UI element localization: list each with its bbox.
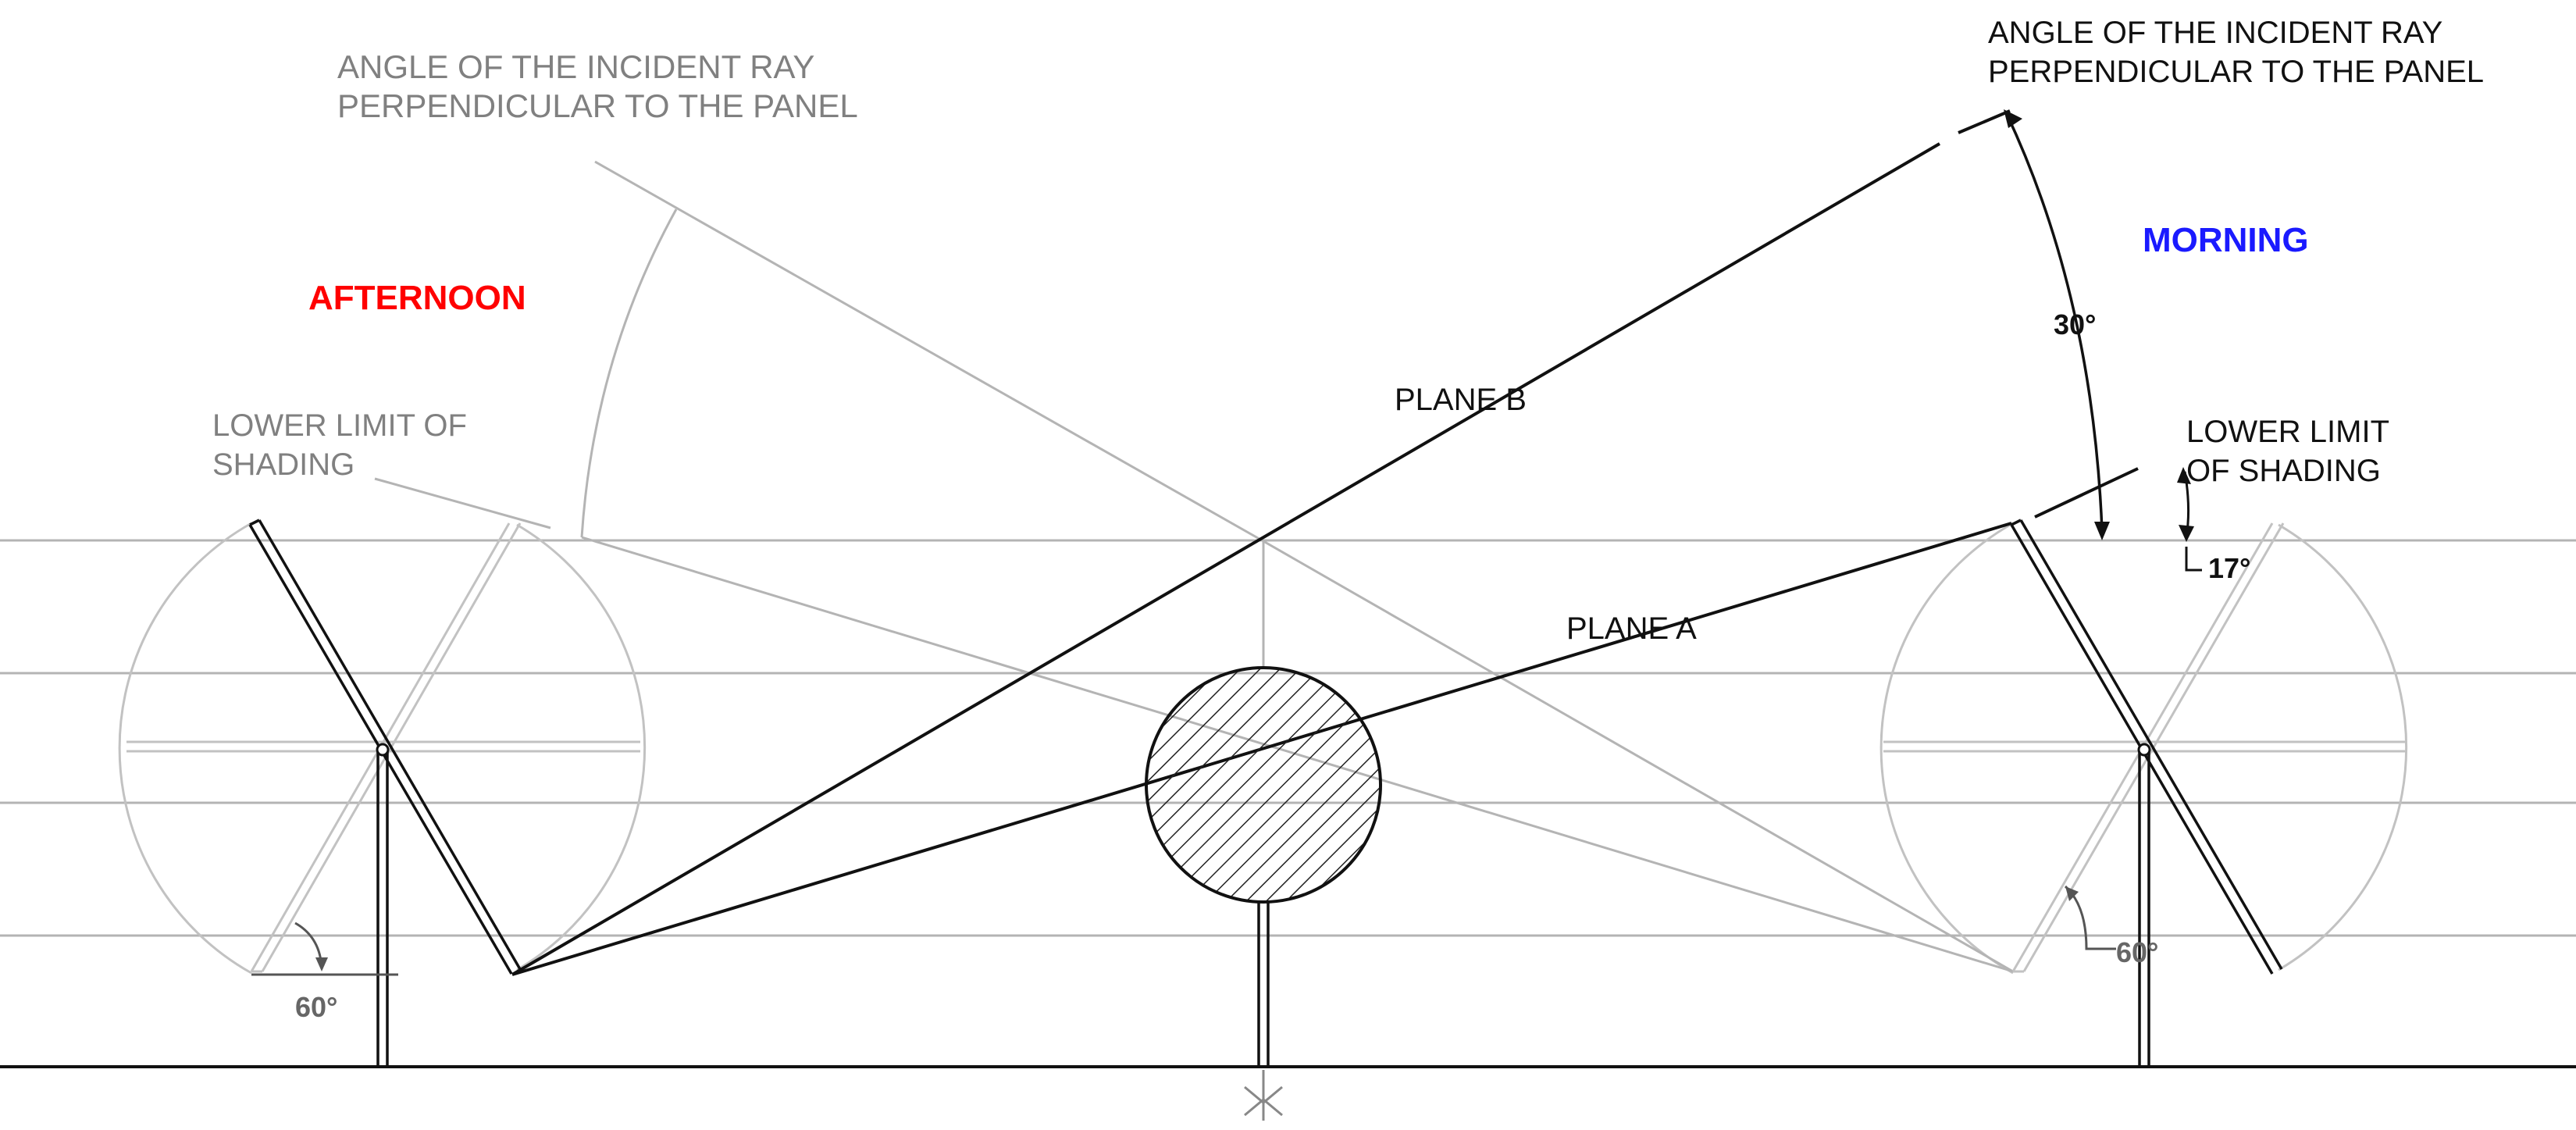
- right-post: [2137, 743, 2151, 1067]
- left-incident-label-line1: ANGLE OF THE INCIDENT RAY: [337, 48, 814, 85]
- afternoon-label: AFTERNOON: [308, 279, 526, 317]
- morning-label: MORNING: [2143, 221, 2309, 259]
- right-lower-limit-line: [1263, 540, 2014, 973]
- left-lower-limit-label-line1: LOWER LIMIT OF: [212, 408, 467, 443]
- angle-17-label: 17°: [2208, 552, 2250, 584]
- plane-b-line: [511, 142, 1941, 976]
- angle-17-arrow-top: [2177, 467, 2191, 484]
- plane-b-label: PLANE B: [1395, 383, 1527, 417]
- plane-b-extension: [1958, 109, 2011, 134]
- left-lower-limit-dashed: [374, 477, 551, 529]
- angle-30-arc: [2005, 113, 2104, 532]
- right-lower-limit-black: [2034, 467, 2139, 519]
- angle-30-label: 30°: [2054, 308, 2096, 340]
- plane-a-label: PLANE A: [1566, 611, 1697, 646]
- angle-17-arrow-bottom: [2179, 525, 2194, 542]
- right-incident-label-line2: PERPENDICULAR TO THE PANEL: [1988, 55, 2484, 89]
- left-60-arrow: [315, 957, 328, 971]
- angle-17-leader: [2185, 547, 2202, 572]
- angle-30-arrow-top: [2004, 109, 2022, 128]
- right-incident-label-line1: ANGLE OF THE INCIDENT RAY: [1988, 16, 2442, 50]
- angle-60-right-label: 60°: [2116, 936, 2158, 968]
- angle-30-arrow-bottom: [2094, 522, 2110, 540]
- left-post: [376, 743, 390, 1067]
- center-obstruction: [1145, 666, 1382, 1121]
- center-ground-marker-icon: [1244, 1070, 1283, 1121]
- left-lower-limit-label-line2: SHADING: [212, 447, 355, 482]
- right-60-arrow: [2065, 886, 2079, 901]
- right-lower-limit-label-line2: OF SHADING: [2186, 454, 2381, 488]
- left-angle-arc: [580, 209, 678, 538]
- left-incident-label-line2: PERPENDICULAR TO THE PANEL: [337, 87, 858, 124]
- right-lower-limit-label-line1: LOWER LIMIT: [2186, 415, 2389, 449]
- angle-60-left-label: 60°: [295, 991, 337, 1023]
- left-perpendicular-ray: [594, 160, 1264, 543]
